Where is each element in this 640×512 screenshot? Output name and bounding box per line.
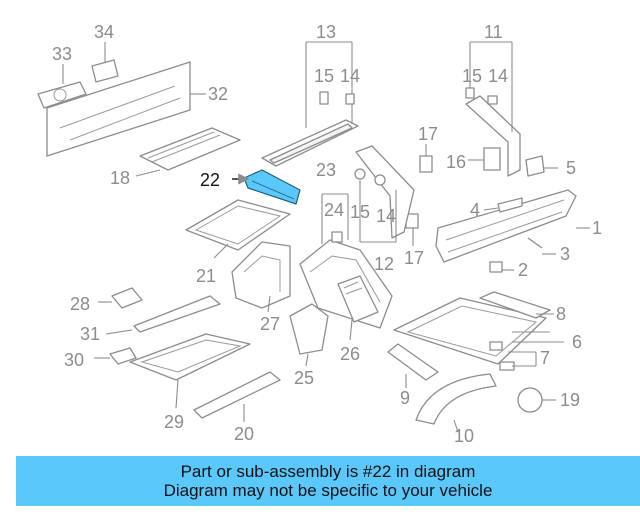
callout-17a: 17 — [418, 124, 438, 144]
callout-27: 27 — [260, 314, 280, 334]
part-33-bracket — [37, 64, 87, 109]
callout-2: 2 — [518, 260, 528, 280]
callout-19: 19 — [560, 390, 580, 410]
part-28-cover — [98, 287, 143, 309]
callout-16: 16 — [446, 152, 466, 172]
callout-14b: 14 — [488, 66, 508, 86]
part-10-wheel-arch — [415, 373, 497, 433]
part-24-clip — [331, 231, 343, 243]
callout-20: 20 — [234, 424, 254, 444]
callout-25: 25 — [294, 368, 314, 388]
callout-4: 4 — [470, 200, 480, 220]
part-32-cover-assembly — [46, 61, 206, 157]
callout-28: 28 — [70, 294, 90, 314]
part-11-pillar-trim — [465, 41, 521, 177]
callout-12: 12 — [374, 254, 394, 274]
callout-labels: 1 2 3 4 5 6 7 8 9 10 11 12 13 14 14 14 1… — [52, 22, 602, 446]
part-20-rail — [193, 371, 281, 422]
callout-15c: 15 — [350, 202, 370, 222]
part-26-panel — [337, 275, 379, 341]
callout-30: 30 — [64, 350, 84, 370]
callout-33: 33 — [52, 44, 72, 64]
parts-diagram: 1 2 3 4 5 6 7 8 9 10 11 12 13 14 14 14 1… — [37, 22, 602, 446]
part-16-cover — [468, 147, 501, 171]
callout-31: 31 — [80, 324, 100, 344]
callout-8: 8 — [556, 304, 566, 324]
callout-15a: 15 — [314, 66, 334, 86]
callout-29: 29 — [164, 412, 184, 432]
callout-7: 7 — [540, 348, 550, 368]
callout-15b: 15 — [462, 66, 482, 86]
callout-6: 6 — [572, 332, 582, 352]
callout-18: 18 — [110, 168, 130, 188]
callout-17b: 17 — [404, 248, 424, 268]
info-banner: Part or sub-assembly is #22 in diagram D… — [16, 456, 640, 506]
callout-34: 34 — [94, 22, 114, 42]
banner-line-1: Part or sub-assembly is #22 in diagram — [180, 462, 476, 481]
callout-32: 32 — [208, 84, 228, 104]
callout-10: 10 — [454, 426, 474, 446]
part-13-sill-plate — [261, 41, 359, 167]
callout-13: 13 — [316, 22, 336, 42]
part-27-trunk-trim — [231, 241, 291, 313]
callout-1: 1 — [592, 218, 602, 238]
part-19-fastener — [517, 387, 556, 413]
callout-24: 24 — [324, 200, 344, 220]
part-6-floor-mat — [393, 297, 564, 371]
callout-23: 23 — [316, 160, 336, 180]
part-17-plug-upper — [419, 144, 433, 173]
part-21-cargo-floor — [185, 199, 291, 259]
callout-11: 11 — [484, 22, 503, 42]
part-22-highlighted-trim — [232, 169, 301, 205]
callout-26: 26 — [340, 344, 360, 364]
part-9-strip — [387, 343, 439, 388]
part-25-box-trim — [289, 303, 329, 367]
callout-22: 22 — [200, 170, 220, 190]
banner-line-2: Diagram may not be specific to your vehi… — [163, 481, 493, 500]
callout-14c: 14 — [376, 206, 396, 226]
part-5-cap — [525, 155, 558, 177]
callout-5: 5 — [566, 158, 576, 178]
part-1-rear-panel — [435, 189, 590, 273]
part-29-floor-board — [129, 333, 251, 409]
part-13-clips — [319, 91, 355, 105]
callout-9: 9 — [400, 388, 410, 408]
part-18-tonneau-cover — [135, 127, 241, 177]
part-30-hook — [94, 347, 137, 365]
part-12-quarter-trim — [354, 145, 415, 243]
callout-21: 21 — [196, 266, 216, 286]
part-8-sill-strip — [479, 291, 554, 319]
callout-3: 3 — [560, 244, 570, 264]
part-34-module — [91, 42, 119, 83]
callout-14a: 14 — [340, 66, 360, 86]
part-31-panel — [105, 295, 221, 335]
